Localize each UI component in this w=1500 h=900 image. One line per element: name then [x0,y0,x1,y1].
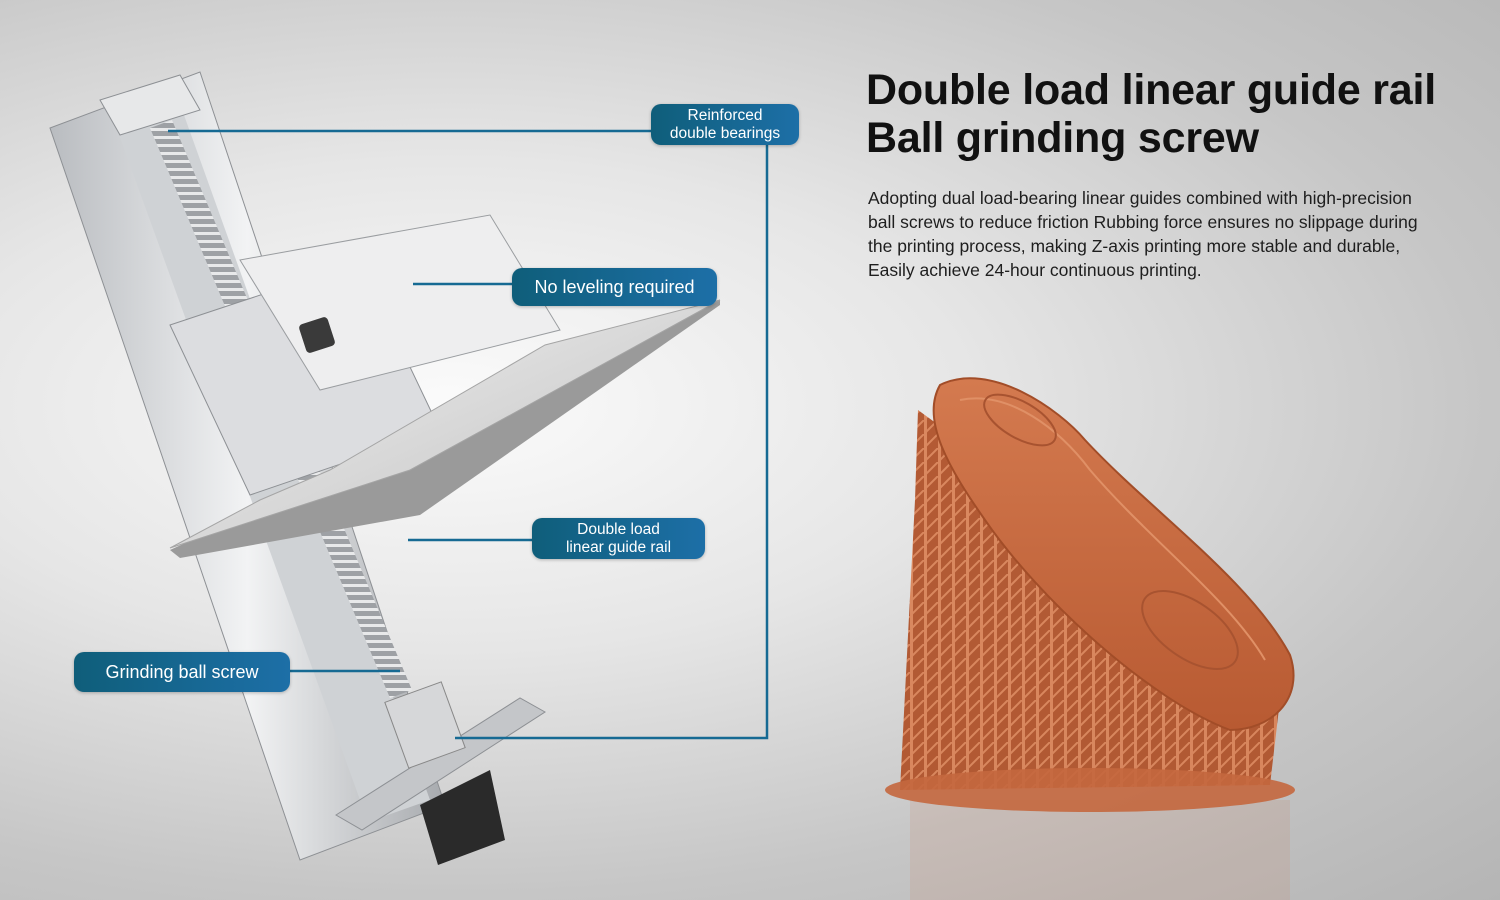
callout-ball-screw: Grinding ball screw [74,652,290,692]
description-line-3: the printing process, making Z-axis prin… [868,236,1401,256]
description-line-1: Adopting dual load-bearing linear guides… [868,188,1412,208]
callout-no-leveling-label: No leveling required [534,276,695,297]
description-paragraph: Adopting dual load-bearing linear guides… [868,186,1478,282]
callout-reinforced-line-1: Reinforced [687,106,763,124]
callout-guide-rail: Double load linear guide rail [532,518,705,559]
callout-guide-rail-line-1: Double load [577,520,660,538]
callout-ball-screw-label: Grinding ball screw [105,661,259,682]
callout-reinforced-bearings: Reinforced double bearings [651,104,799,145]
callout-guide-rail-line-2: linear guide rail [565,538,672,556]
callout-reinforced-line-2: double bearings [669,124,781,142]
z-axis-assembly [49,71,721,865]
printed-shoe-sole [885,377,1295,900]
callout-no-leveling: No leveling required [512,268,717,306]
description-line-2: ball screws to reduce friction Rubbing f… [868,212,1418,232]
title-line-2: Ball grinding screw [866,114,1259,162]
page-title: Double load linear guide rail Ball grind… [866,66,1436,162]
description-line-4: Easily achieve 24-hour continuous printi… [868,260,1202,280]
title-line-1: Double load linear guide rail [866,66,1437,114]
